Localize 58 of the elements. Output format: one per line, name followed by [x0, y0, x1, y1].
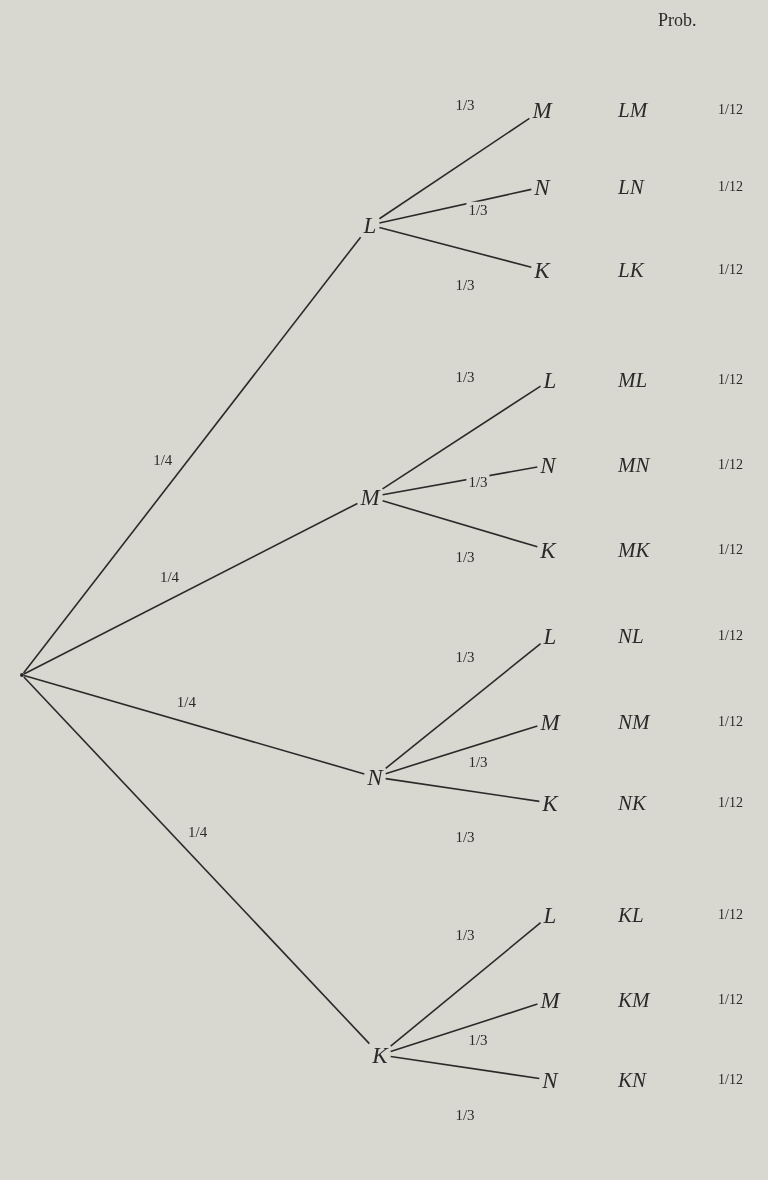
branch-line: [384, 725, 539, 775]
outcome-label: NL: [618, 625, 644, 647]
probability-label: 1/12: [718, 629, 743, 643]
outcome-letter: M: [357, 483, 383, 511]
probability-label: 1/12: [718, 908, 743, 922]
outcome-letter: M: [537, 986, 563, 1014]
branch-line: [389, 921, 542, 1047]
branch-line: [378, 117, 531, 220]
outcome-letter: N: [539, 1066, 561, 1094]
outcome-letter: K: [531, 256, 553, 284]
outcome-letter: L: [540, 622, 560, 650]
probability-label: 1/12: [718, 263, 743, 277]
outcome-letter: M: [537, 708, 563, 736]
outcome-label: LM: [618, 99, 648, 121]
branch-line: [23, 676, 371, 1045]
branch-line: [384, 642, 542, 770]
outcome-letter: N: [531, 173, 553, 201]
probability-label: 1/12: [718, 993, 743, 1007]
branch-line: [381, 385, 542, 490]
probability-label: 1/12: [718, 458, 743, 472]
outcome-letter: L: [540, 366, 560, 394]
outcome-letter: M: [529, 96, 555, 124]
outcome-label: KL: [618, 904, 644, 926]
outcome-label: NK: [618, 792, 646, 814]
outcome-label: KM: [618, 989, 650, 1011]
outcome-label: KN: [618, 1069, 646, 1091]
probability-label: 1/12: [718, 796, 743, 810]
probability-label: 1/12: [718, 103, 743, 117]
branch-line: [23, 674, 366, 775]
outcome-letter: N: [364, 763, 386, 791]
outcome-letter: L: [360, 211, 380, 239]
branch-line: [378, 226, 533, 268]
column-heading: Prob.: [658, 10, 697, 31]
probability-label: 1/12: [718, 1073, 743, 1087]
outcome-letter: K: [537, 536, 559, 564]
branch-point: [20, 673, 24, 677]
branch-line: [381, 466, 539, 496]
branch-line: [381, 499, 539, 548]
branch-line: [389, 1055, 541, 1080]
probability-label: 1/12: [718, 180, 743, 194]
probability-label: 1/12: [718, 715, 743, 729]
outcome-label: ML: [618, 369, 648, 391]
outcome-label: MK: [618, 539, 650, 561]
outcome-label: MN: [618, 454, 650, 476]
branch-line: [384, 777, 541, 803]
outcome-label: LK: [618, 259, 644, 281]
branch-line: [378, 188, 533, 224]
outcome-label: LN: [618, 176, 644, 198]
outcome-letter: K: [369, 1041, 391, 1069]
probability-label: 1/12: [718, 543, 743, 557]
outcome-label: NM: [618, 711, 650, 733]
outcome-letter: K: [539, 789, 561, 817]
outcome-letter: N: [537, 451, 559, 479]
branch-line: [23, 502, 359, 675]
probability-label: 1/12: [718, 373, 743, 387]
outcome-letter: L: [540, 901, 560, 929]
branch-line: [22, 236, 362, 674]
branch-line: [389, 1003, 539, 1053]
